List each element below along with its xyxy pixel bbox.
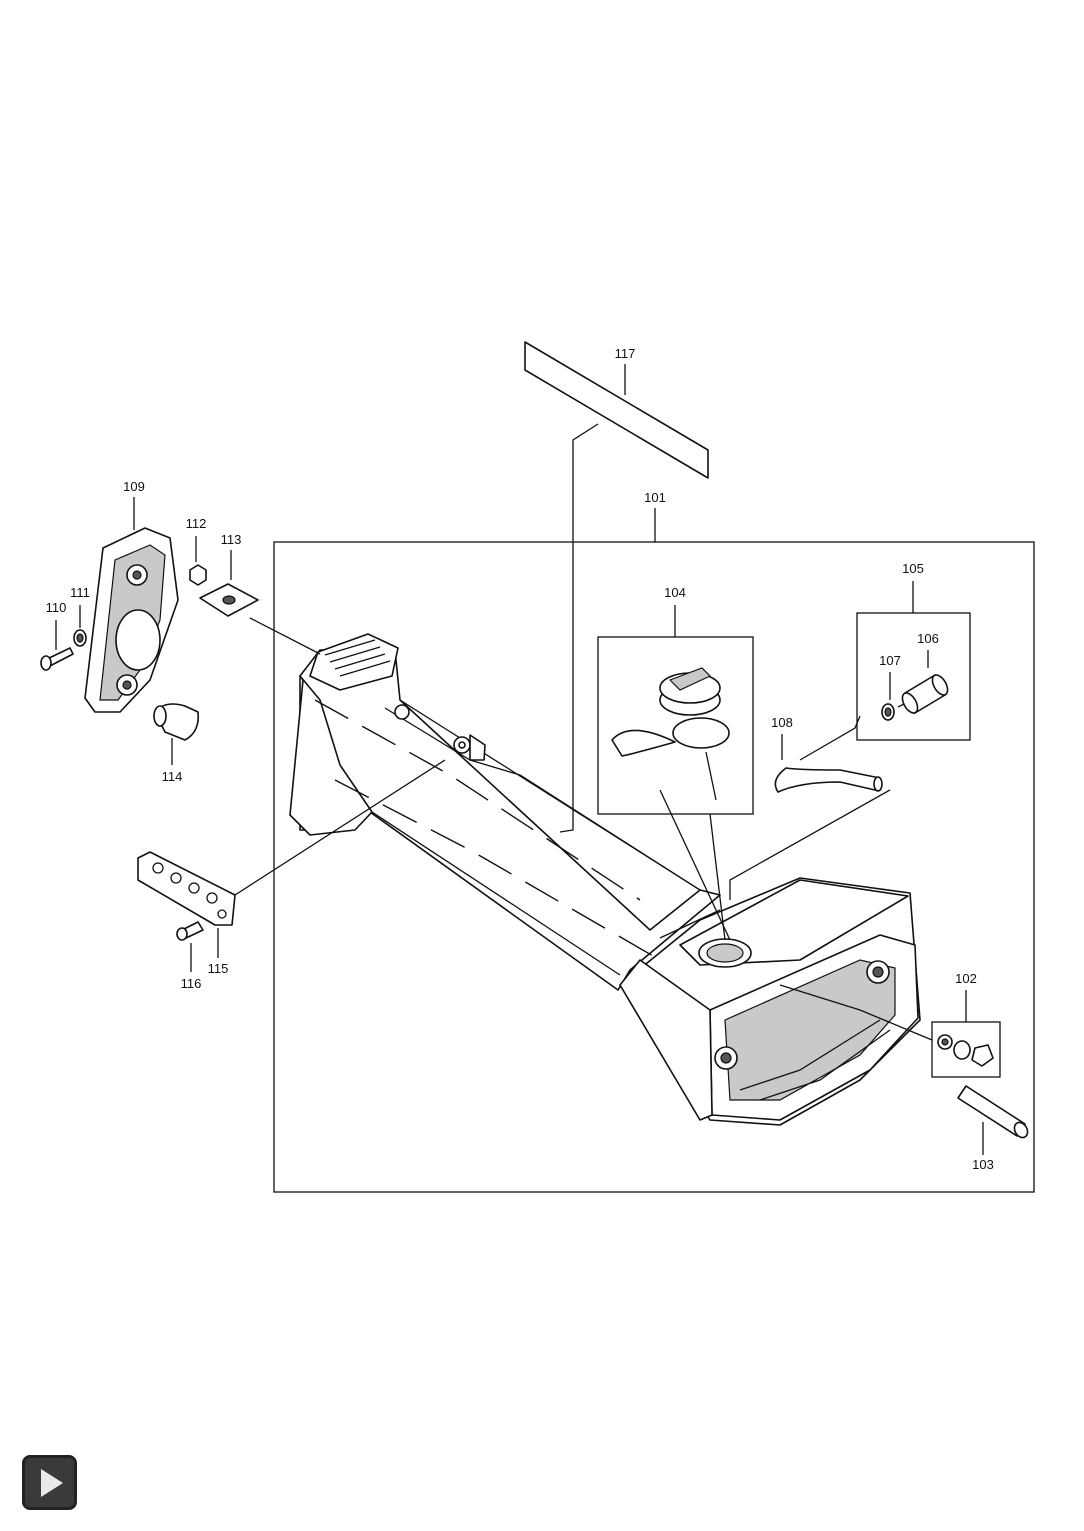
part-112-nut (189, 536, 207, 586)
part-104-fuel-cap (597, 605, 754, 941)
part-110-screw (40, 620, 74, 671)
part-115-link-plate (137, 759, 446, 958)
part-number-104: 104 (664, 585, 686, 600)
part-105-fuel-filter-assembly (856, 581, 971, 741)
part-number-110: 110 (46, 600, 67, 615)
part-number-116: 116 (181, 976, 202, 991)
part-113-plate (199, 550, 321, 655)
part-108-fuel-hose (729, 715, 891, 900)
part-number-108: 108 (771, 715, 793, 730)
part-number-111: 111 (70, 585, 90, 600)
part-111-washer (73, 605, 87, 647)
part-number-103: 103 (972, 1157, 994, 1172)
part-number-114: 114 (162, 769, 183, 784)
part-117-label-sticker (524, 341, 709, 833)
part-number-106: 106 (917, 631, 939, 646)
part-103-pipe (957, 1085, 1029, 1155)
part-number-101: 101 (644, 490, 666, 505)
part-number-105: 105 (902, 561, 924, 576)
next-page-button[interactable] (22, 1455, 77, 1510)
part-114-rubber-bushing (153, 703, 200, 765)
part-101-main-frame (289, 633, 921, 1126)
part-106-filter (897, 674, 949, 714)
part-116-screw (176, 921, 204, 972)
part-number-117: 117 (615, 346, 636, 361)
play-triangle-icon (41, 1468, 63, 1497)
assembly-101-frame (273, 541, 1035, 1193)
part-number-102: 102 (955, 971, 977, 986)
part-number-112: 112 (186, 516, 207, 531)
part-number-107: 107 (879, 653, 901, 668)
part-102-grommet-set (779, 984, 1001, 1078)
part-number-109: 109 (123, 479, 145, 494)
part-number-113: 113 (221, 532, 242, 547)
part-number-115: 115 (208, 961, 229, 976)
part-109-bracket (84, 497, 179, 713)
